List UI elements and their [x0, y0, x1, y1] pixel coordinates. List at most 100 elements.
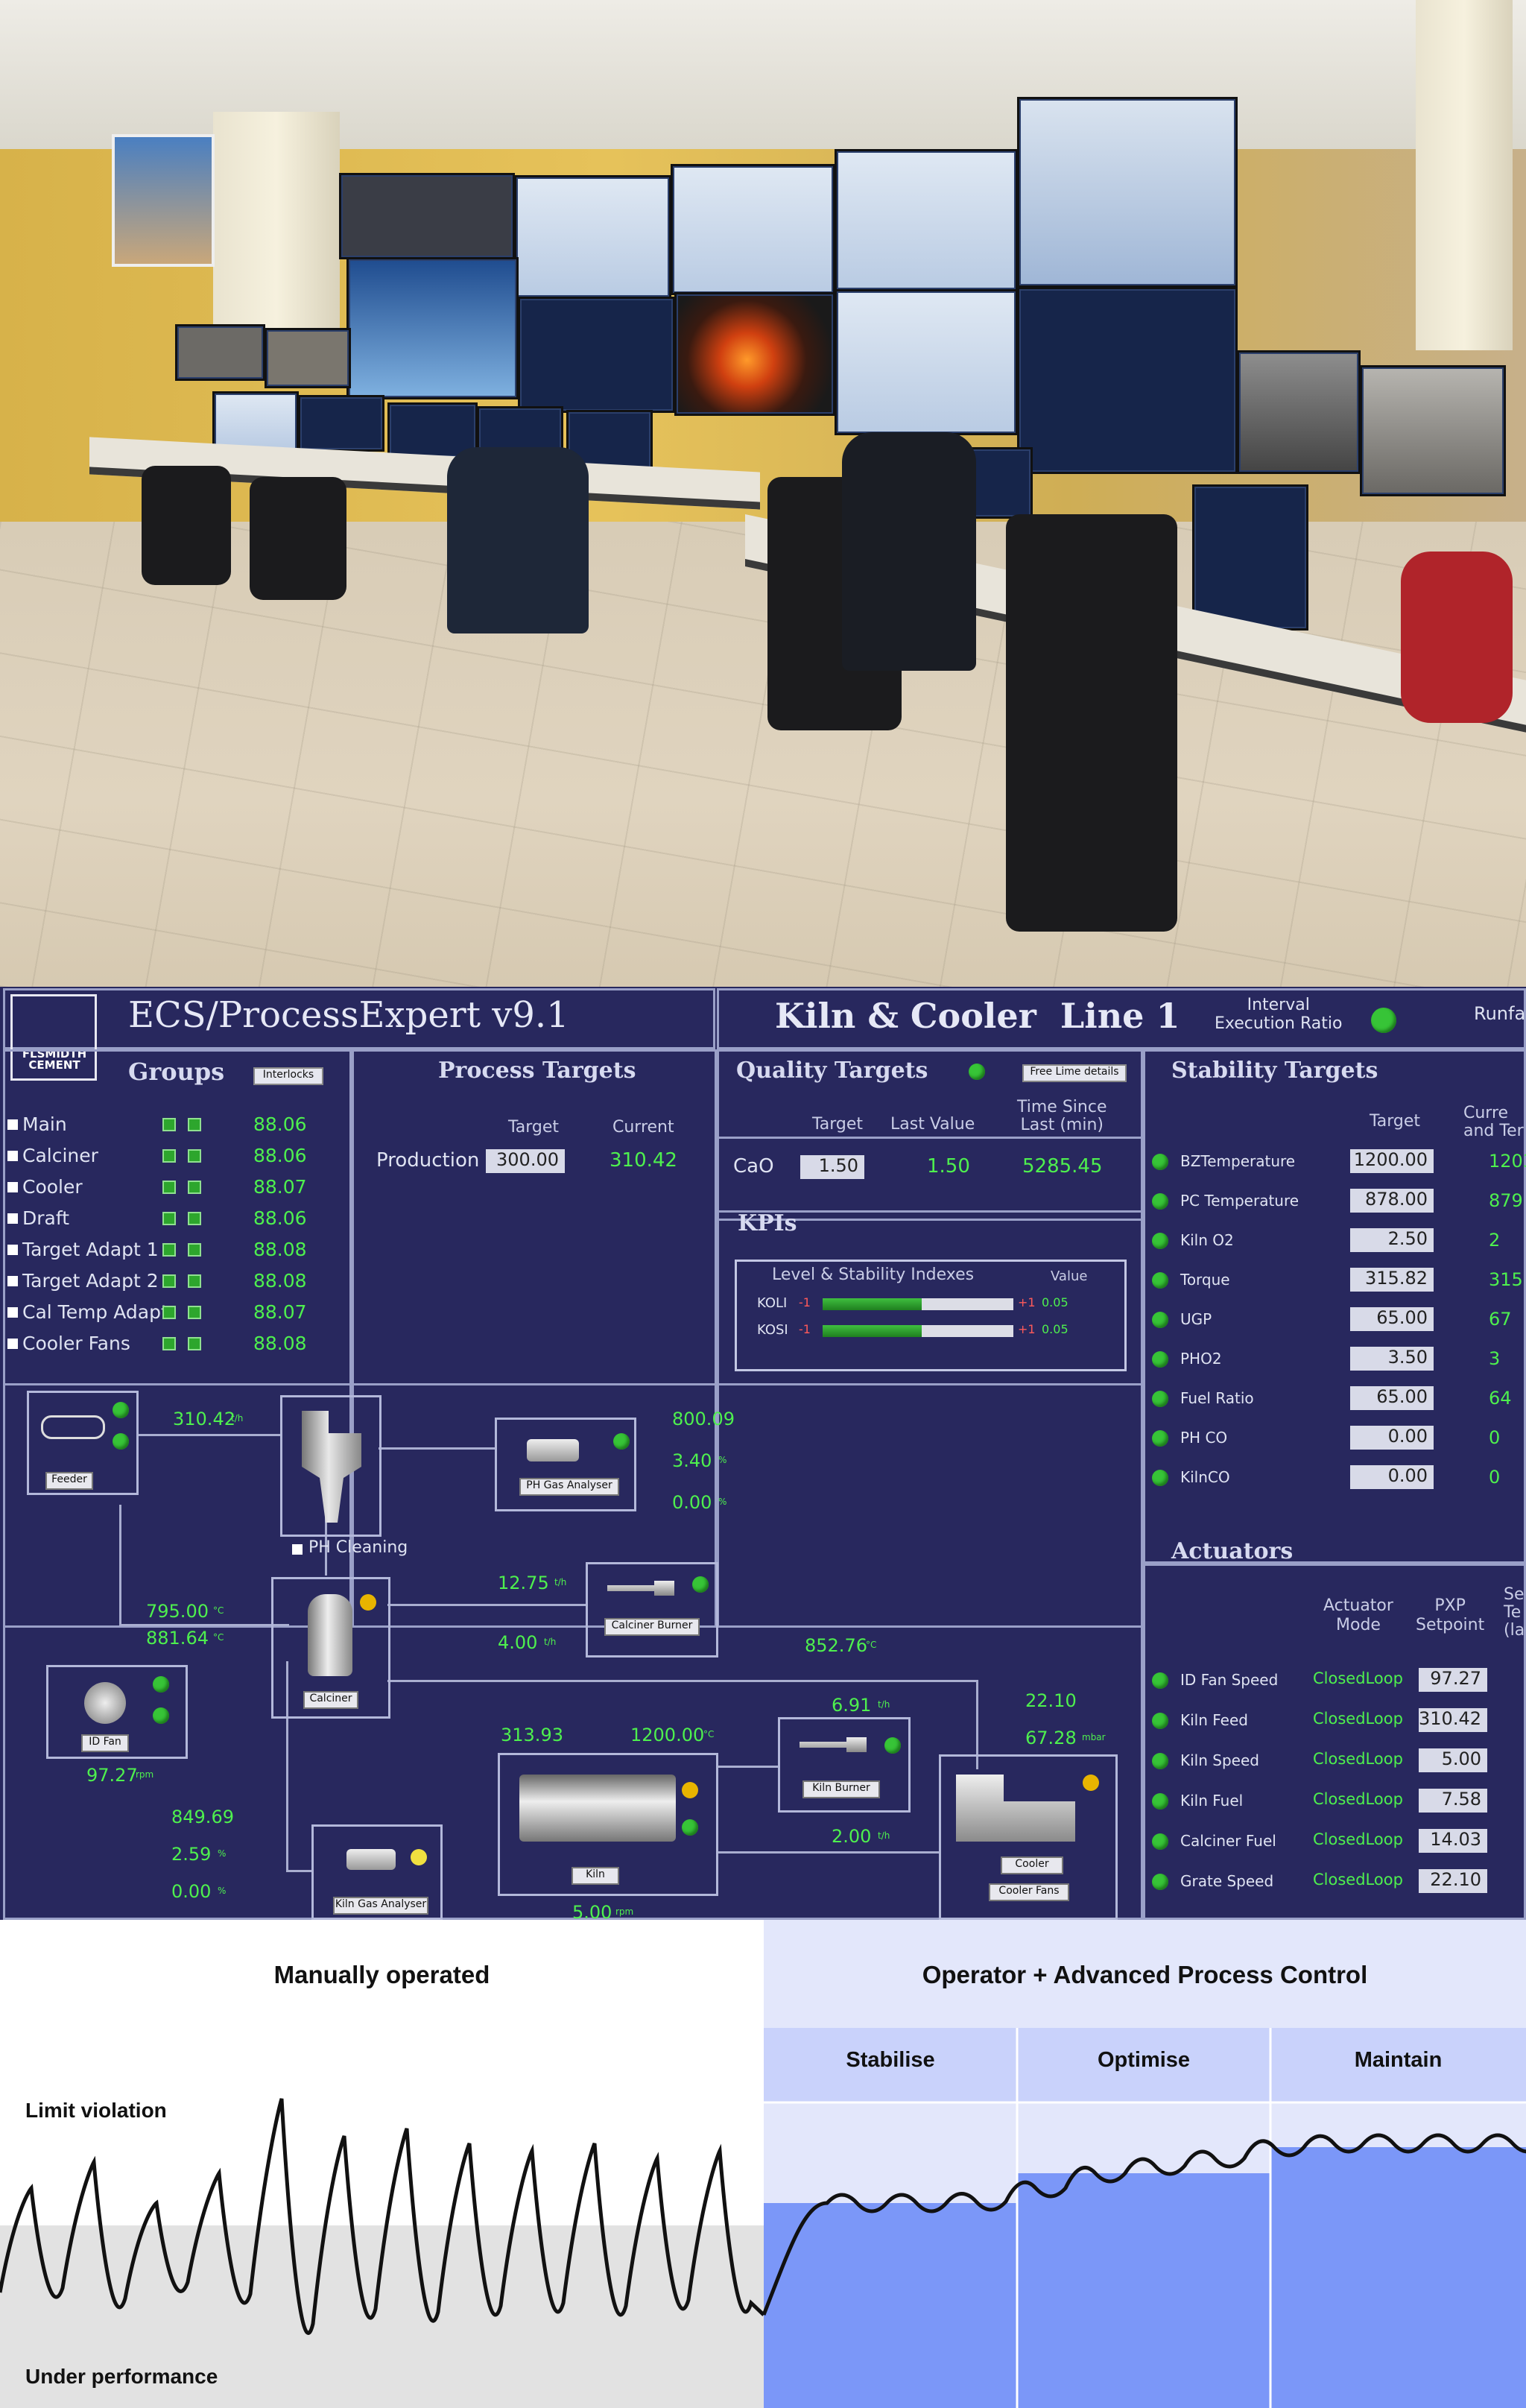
actuator-label: Kiln Speed	[1180, 1751, 1259, 1769]
chair	[250, 477, 346, 600]
ph-unit: %	[718, 1497, 727, 1507]
kpi-bar-track	[823, 1325, 1013, 1337]
stability-target-field[interactable]: 315.82	[1350, 1268, 1434, 1292]
group-checkbox[interactable]	[7, 1339, 18, 1349]
stability-target-field[interactable]: 878.00	[1350, 1189, 1434, 1213]
video-wall-screen	[835, 149, 1018, 291]
calciner-unit[interactable]: Calciner	[271, 1577, 390, 1719]
tertiary-temp: 852.76	[805, 1635, 867, 1656]
phase-maintain: Maintain	[1354, 2048, 1443, 2072]
group-checkbox[interactable]	[7, 1213, 18, 1224]
actuator-mode: ClosedLoop	[1313, 1669, 1403, 1687]
stability-target-field[interactable]: 1200.00	[1350, 1149, 1434, 1173]
actuator-setpoint-field[interactable]: 97.27	[1419, 1668, 1487, 1692]
group-label: Draft	[22, 1207, 70, 1229]
group-value: 88.08	[253, 1270, 307, 1292]
process-targets-title: Process Targets	[438, 1058, 636, 1084]
kiln-burner-unit: t/h	[878, 1830, 890, 1841]
stability-current: 3	[1489, 1348, 1501, 1369]
calciner-tag: Calciner	[303, 1691, 358, 1709]
cooler-icon	[956, 1775, 1075, 1842]
interval-status-dot	[1371, 1008, 1396, 1033]
group-checkbox[interactable]	[7, 1151, 18, 1161]
actuator-mode: ClosedLoop	[1313, 1830, 1403, 1848]
st-col-current: Curre and Ter	[1463, 1104, 1524, 1140]
actuator-setpoint-field[interactable]: 310.42	[1419, 1708, 1487, 1732]
ph-gas-analyser[interactable]: PH Gas Analyser	[495, 1418, 636, 1511]
ph-value: 800.09	[672, 1409, 735, 1429]
actuator-mode: ClosedLoop	[1313, 1750, 1403, 1768]
actuator-setpoint-field[interactable]: 22.10	[1419, 1869, 1487, 1893]
calciner-temp-unit: °C	[213, 1605, 224, 1616]
cooler-unit[interactable]: Cooler Cooler Fans	[939, 1754, 1118, 1920]
stability-target-field[interactable]: 65.00	[1350, 1307, 1434, 1331]
limit-violation-label: Limit violation	[25, 2099, 167, 2122]
group-status-box	[162, 1212, 176, 1225]
production-target-field[interactable]: 300.00	[486, 1149, 565, 1173]
operator	[447, 447, 589, 633]
group-checkbox[interactable]	[7, 1119, 18, 1130]
interlocks-button[interactable]: Interlocks	[253, 1067, 323, 1085]
qt-col-target: Target	[812, 1115, 864, 1134]
stability-current: 64	[1489, 1388, 1512, 1409]
kpis-title: KPIs	[738, 1210, 797, 1236]
kpi-box	[735, 1260, 1127, 1371]
kiln-value: 313.93	[501, 1725, 563, 1745]
group-label: Main	[22, 1113, 67, 1135]
cooler-fans-button[interactable]: Cooler Fans	[989, 1883, 1069, 1901]
pt-col-target: Target	[508, 1118, 560, 1137]
stability-current: 67	[1489, 1309, 1512, 1330]
flow-line	[119, 1505, 121, 1624]
group-checkbox[interactable]	[7, 1245, 18, 1255]
ph-value: 3.40	[672, 1450, 712, 1471]
kpi-label: KOLI	[757, 1295, 788, 1311]
actuator-label: Kiln Fuel	[1180, 1792, 1244, 1810]
kiln-speed-unit: rpm	[615, 1906, 634, 1917]
feeder-unit[interactable]: Feeder	[27, 1391, 139, 1495]
calciner-burner[interactable]: Calciner Burner	[586, 1562, 718, 1658]
stability-target-field[interactable]: 2.50	[1350, 1228, 1434, 1252]
preheater-tower[interactable]	[280, 1395, 382, 1537]
kiln-unit[interactable]: Kiln	[498, 1753, 718, 1896]
group-status-box	[162, 1274, 176, 1288]
group-status-box	[162, 1149, 176, 1163]
flow-line	[379, 1447, 495, 1450]
group-checkbox[interactable]	[7, 1182, 18, 1192]
stability-targets-title: Stability Targets	[1171, 1058, 1378, 1084]
stability-target-field[interactable]: 3.50	[1350, 1347, 1434, 1371]
ph-cleaning-checkbox[interactable]	[292, 1544, 303, 1555]
kiln-burner[interactable]: Kiln Burner	[778, 1717, 911, 1813]
section-header	[717, 988, 1526, 1049]
stability-target-field[interactable]: 0.00	[1350, 1465, 1434, 1489]
kiln-gas-analyser[interactable]: Kiln Gas Analyser	[311, 1824, 443, 1920]
actuator-mode: ClosedLoop	[1313, 1710, 1403, 1728]
quality-row-panel	[717, 1139, 1143, 1221]
group-checkbox[interactable]	[7, 1276, 18, 1286]
stability-target-field[interactable]: 0.00	[1350, 1426, 1434, 1450]
actuator-setpoint-field[interactable]: 14.03	[1419, 1829, 1487, 1853]
pillar	[213, 112, 340, 335]
id-fan-unit-label: rpm	[136, 1769, 154, 1780]
group-label: Cooler Fans	[22, 1333, 130, 1354]
kiln-tag: Kiln	[572, 1867, 619, 1885]
stability-current: 315	[1489, 1269, 1523, 1290]
flow-line	[139, 1434, 280, 1436]
actuator-status-dot	[1152, 1753, 1168, 1769]
actuator-setpoint-field[interactable]: 5.00	[1419, 1748, 1487, 1772]
actuator-setpoint-field[interactable]: 7.58	[1419, 1789, 1487, 1813]
id-fan-unit[interactable]: ID Fan	[46, 1665, 188, 1759]
calciner-burner-status-dot	[692, 1576, 709, 1593]
stability-current: 0	[1489, 1467, 1501, 1488]
cao-target-field[interactable]: 1.50	[800, 1155, 864, 1179]
qt-col-last: Last Value	[890, 1115, 975, 1134]
stability-target-field[interactable]: 65.00	[1350, 1386, 1434, 1410]
under-performance-label: Under performance	[25, 2365, 218, 2388]
group-label: Cal Temp Adapt	[22, 1301, 168, 1323]
group-value: 88.06	[253, 1207, 307, 1229]
free-lime-button[interactable]: Free Lime details	[1022, 1064, 1127, 1082]
kiln-value: 1200.00	[630, 1725, 705, 1745]
analyser-icon	[527, 1439, 579, 1461]
group-checkbox[interactable]	[7, 1307, 18, 1318]
stability-label: PH CO	[1180, 1429, 1228, 1447]
stability-status-dot	[1152, 1154, 1168, 1170]
